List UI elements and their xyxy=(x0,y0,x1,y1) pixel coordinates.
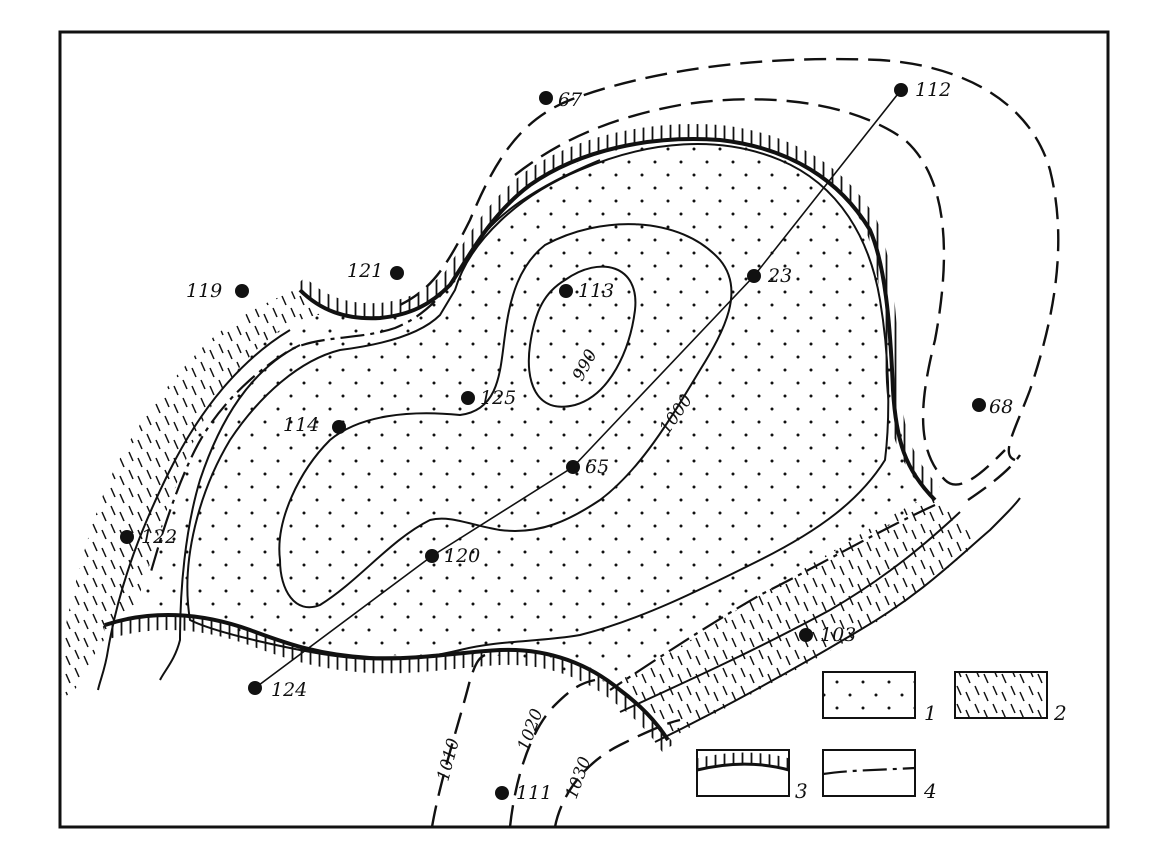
well-label: 121 xyxy=(347,260,383,282)
contour-1030-south xyxy=(553,718,681,827)
well-65: 65 xyxy=(566,456,609,478)
well-67: 67 xyxy=(539,89,583,111)
well-label: 122 xyxy=(141,526,177,548)
well-label: 68 xyxy=(989,396,1013,418)
well-marker xyxy=(972,398,986,412)
hachure-ticks-south xyxy=(102,615,674,752)
legend-swatch-3 xyxy=(696,749,790,797)
well-113: 113 xyxy=(559,280,614,302)
contour-label-1020: 1020 xyxy=(514,706,548,754)
well-marker xyxy=(332,420,346,434)
well-label: 112 xyxy=(915,79,951,101)
contour-label-1030: 1030 xyxy=(562,754,596,802)
contour-outer-dashed xyxy=(399,57,1060,462)
well-marker xyxy=(235,284,249,298)
well-125: 125 xyxy=(461,387,516,409)
well-marker xyxy=(248,681,262,695)
well-label: 114 xyxy=(283,414,319,436)
hatched-zone-west xyxy=(60,288,330,700)
well-marker xyxy=(894,83,908,97)
well-label: 67 xyxy=(558,89,583,111)
contour-1020b xyxy=(97,329,291,691)
contour-dashed-southeast xyxy=(967,454,1021,501)
contour-dashed-east xyxy=(514,98,1006,486)
well-marker xyxy=(390,266,404,280)
dotted-zone xyxy=(135,139,935,683)
legend-swatch-3-ticks xyxy=(695,752,791,770)
contour-1030b xyxy=(654,497,1021,743)
well-marker xyxy=(566,460,580,474)
well-122: 122 xyxy=(120,526,177,548)
contour-1000 xyxy=(278,223,733,609)
well-marker xyxy=(495,786,509,800)
legend-swatch-2 xyxy=(954,671,1048,719)
dashdot-boundary-southeast xyxy=(609,503,936,691)
well-marker xyxy=(559,284,573,298)
well-marker xyxy=(425,549,439,563)
legend-label-3: 3 xyxy=(795,779,808,803)
contour-1020-south xyxy=(508,678,596,827)
legend-label-1: 1 xyxy=(924,701,937,725)
well-121: 121 xyxy=(347,260,404,282)
well-marker xyxy=(539,91,553,105)
contour-1010 xyxy=(186,143,890,661)
contour-1020c xyxy=(619,511,961,713)
legend-label-4: 4 xyxy=(923,779,937,803)
well-label: 113 xyxy=(578,280,614,302)
well-marker xyxy=(747,269,761,283)
well-119: 119 xyxy=(186,280,249,302)
hachure-ticks-north xyxy=(295,124,941,497)
map-frame xyxy=(58,30,1110,829)
well-label: 125 xyxy=(480,387,516,409)
well-label: 103 xyxy=(820,624,856,646)
well-label: 111 xyxy=(516,782,552,804)
legend-swatch-3-line xyxy=(696,762,790,772)
legend: 1 2 3 4 xyxy=(695,671,1067,803)
well-label: 65 xyxy=(585,456,609,478)
well-marker xyxy=(799,628,813,642)
well-label: 23 xyxy=(767,265,792,287)
well-103: 103 xyxy=(799,624,856,646)
well-68: 68 xyxy=(972,396,1013,418)
well-120: 120 xyxy=(425,545,480,567)
legend-swatch-1 xyxy=(822,671,916,719)
legend-label-2: 2 xyxy=(1053,701,1067,725)
contour-990 xyxy=(527,265,637,408)
well-124: 124 xyxy=(248,679,307,701)
well-111: 111 xyxy=(495,782,552,804)
legend-swatch-4-line xyxy=(822,766,916,776)
well-114: 114 xyxy=(283,414,346,436)
well-label: 124 xyxy=(271,679,307,701)
well-112: 112 xyxy=(894,79,951,101)
well-label: 120 xyxy=(444,545,480,567)
hatched-zone-southeast xyxy=(620,495,975,740)
well-23: 23 xyxy=(747,265,792,287)
well-marker xyxy=(120,530,134,544)
well-label: 119 xyxy=(186,280,222,302)
contour-label-1010: 1010 xyxy=(434,736,465,783)
well-marker xyxy=(461,391,475,405)
